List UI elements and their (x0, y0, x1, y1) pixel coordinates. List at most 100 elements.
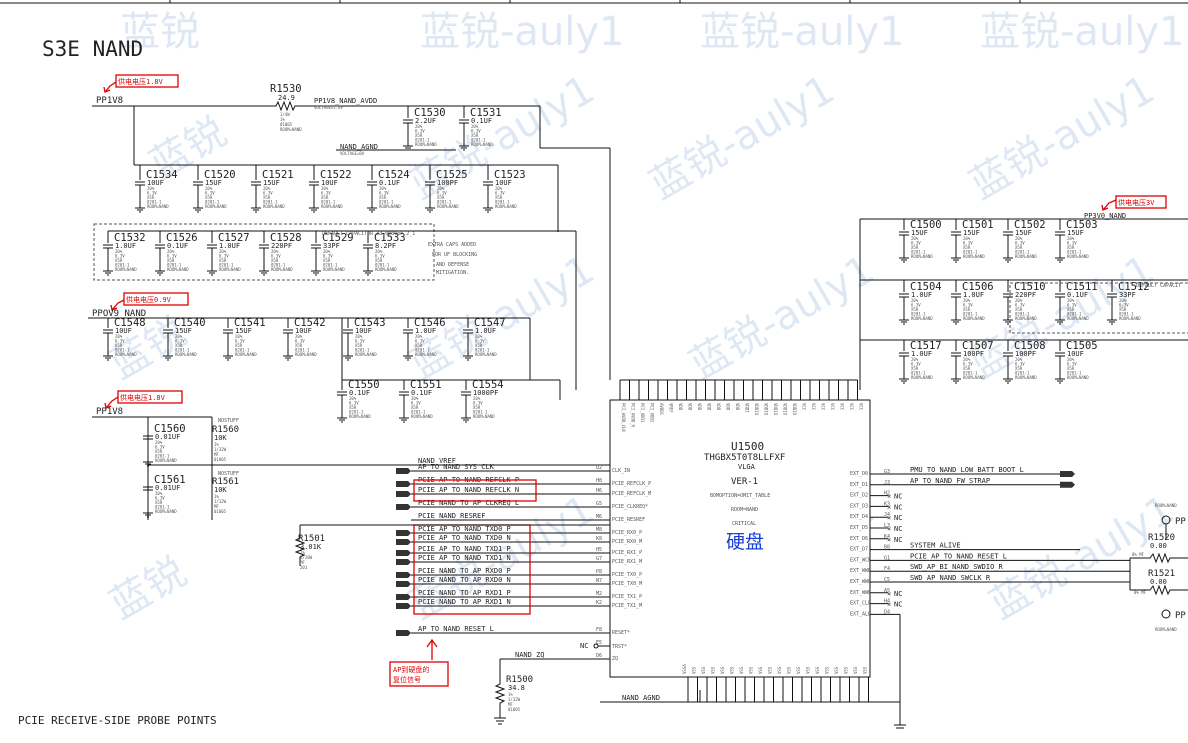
nc-mark: × (887, 536, 891, 544)
svg-text:6.3V: 6.3V (155, 445, 165, 450)
caps-row4-group: C15500.1UF20%6.3VX5R0201-1ROOM=NANDC1551… (337, 379, 504, 423)
svg-text:6.3V: 6.3V (321, 191, 331, 196)
signal-net: PCIE_AP_TO_NAND_TXD1_N (418, 554, 511, 562)
svg-text:ROOM=NAND: ROOM=NAND (911, 316, 933, 321)
svg-text:1/32W: 1/32W (508, 697, 521, 702)
svg-text:6.3V: 6.3V (1067, 303, 1077, 308)
svg-text:ROOM=NAND: ROOM=NAND (415, 352, 437, 357)
cap-ref: C1541 (234, 317, 266, 329)
svg-text:20%: 20% (295, 334, 303, 339)
svg-text:0201-1: 0201-1 (379, 200, 394, 205)
svg-text:6.3V: 6.3V (175, 339, 185, 344)
cap-value: 220PF (1015, 291, 1036, 299)
cap-ref: C1543 (354, 317, 386, 329)
svg-text:01005: 01005 (280, 122, 293, 127)
ext-pin: EXT_D5 (850, 525, 868, 531)
bottom-pin-label: VSS (701, 666, 706, 674)
svg-text:20%: 20% (1015, 298, 1023, 303)
svg-text:6.3V: 6.3V (235, 339, 245, 344)
svg-text:X5R: X5R (475, 343, 483, 348)
svg-text:0% MF: 0% MF (1134, 590, 1147, 595)
svg-text:ROOM=NAND: ROOM=NAND (415, 142, 437, 147)
svg-text:6.3V: 6.3V (415, 339, 425, 344)
svg-text:20%: 20% (963, 298, 971, 303)
svg-text:ROOM=NAND: ROOM=NAND (147, 204, 169, 209)
ext-pin: EXT_D6 (850, 536, 868, 542)
right-default-note: DEFAULT CAPACIT (1136, 283, 1181, 289)
bottom-pin-label: VSS (853, 666, 858, 674)
svg-text:X5R: X5R (963, 366, 971, 371)
svg-text:20%: 20% (1015, 236, 1023, 241)
svg-text:X5R: X5R (205, 195, 213, 200)
watermark-text: 蓝锐 (120, 9, 200, 55)
svg-text:20%: 20% (147, 186, 155, 191)
svg-text:0201-1: 0201-1 (475, 348, 490, 353)
signal-net: PCIE_AP_TO_NAND_TXD0_N (418, 534, 511, 542)
svg-text:20%: 20% (355, 334, 363, 339)
cap-value: 1.0UF (911, 350, 932, 358)
svg-text:6.3V: 6.3V (205, 191, 215, 196)
top-pin-label: VDDIO (764, 403, 769, 416)
svg-text:TRST*: TRST* (612, 644, 627, 650)
top-pin-label: PCI_VDD1 (640, 403, 645, 423)
cap-ref: C1546 (414, 317, 446, 329)
cap-value: 220PF (271, 242, 292, 250)
cap-value: 1.0UF (475, 327, 496, 335)
svg-text:ROOM=NAND: ROOM=NAND (323, 267, 345, 272)
svg-text:ROOM=NAND: ROOM=NAND (1015, 375, 1037, 380)
svg-text:0201-1: 0201-1 (1015, 371, 1030, 376)
pp-probe-1: ROOM=NAND PP (1155, 503, 1186, 540)
svg-text:ROOM=NAND: ROOM=NAND (205, 204, 227, 209)
svg-text:ROOM=NAND: ROOM=NAND (1067, 316, 1089, 321)
svg-text:ROOM=NAND: ROOM=NAND (963, 375, 985, 380)
cap-ref: C1505 (1066, 340, 1098, 352)
svg-text:ROOM=NAND: ROOM=NAND (271, 267, 293, 272)
svg-text:6.3V: 6.3V (911, 362, 921, 367)
svg-text:AP到硬盘的: AP到硬盘的 (393, 665, 429, 674)
svg-text:0.00: 0.00 (1150, 542, 1167, 550)
watermark-text: 蓝锐-auly1 (982, 487, 1182, 629)
avdd-rail: PP1V8_NAND_AVDD VOLTAGE=1.8V NAND_AGND V… (300, 97, 611, 380)
cap-value: 10UF (495, 179, 512, 187)
ext-pin-num: H2 (884, 491, 890, 497)
r1520: R1520 0.00 0% MF (1130, 533, 1188, 564)
top-pin-label: VCC (849, 403, 854, 411)
chip-pkg: VLGA (738, 463, 756, 471)
cap-value: 10UF (295, 327, 312, 335)
cap-value: 10UF (115, 327, 132, 335)
cap-value: 1.0UF (911, 291, 932, 299)
svg-text:6.3V: 6.3V (295, 339, 305, 344)
ext-pin-num: B8 (884, 545, 890, 551)
svg-text:20%: 20% (349, 396, 357, 401)
svg-text:20%: 20% (155, 491, 163, 496)
bottom-pin-label: VSSA (682, 664, 687, 674)
top-pin-label: VCC (821, 403, 826, 411)
svg-text:6.3V: 6.3V (115, 339, 125, 344)
svg-text:X5R: X5R (495, 195, 503, 200)
svg-text:0201-1: 0201-1 (1119, 312, 1134, 317)
bottom-pin-label: VSS (768, 666, 773, 674)
svg-text:10K: 10K (214, 486, 227, 494)
signal-net: PCIE_AP_TO_NAND_TXD1_P (418, 545, 511, 553)
cap-ref: C1523 (494, 169, 526, 181)
ext-pin: EXT_D0 (850, 471, 868, 477)
svg-text:20%: 20% (321, 186, 329, 191)
svg-text:0201-1: 0201-1 (271, 263, 286, 268)
svg-text:20%: 20% (205, 186, 213, 191)
cap-value: 33PF (1119, 291, 1136, 299)
nc-label: NC (894, 503, 902, 511)
bottom-pin-label: VSS (739, 666, 744, 674)
